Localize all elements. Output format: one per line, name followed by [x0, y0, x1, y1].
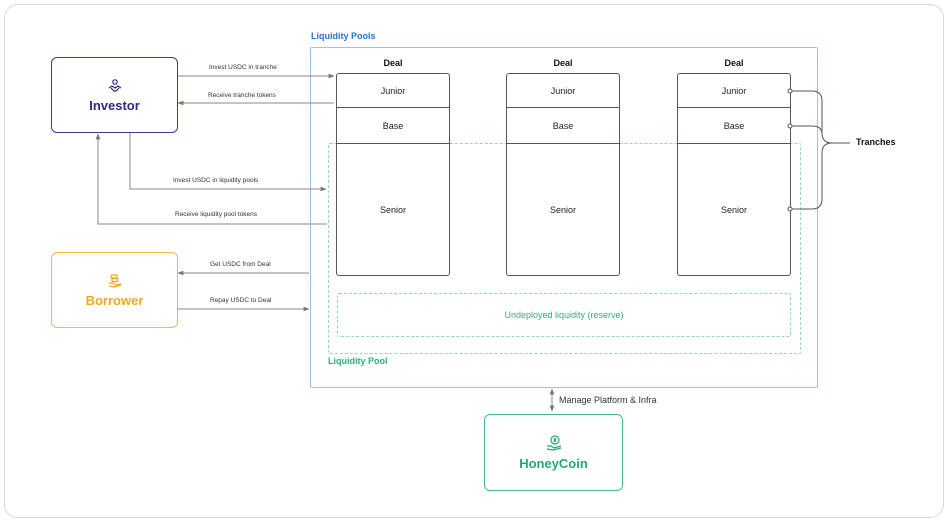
deal-title-3: Deal	[724, 58, 744, 68]
borrower-name: Borrower	[85, 292, 144, 308]
liquidity-pools-title: Liquidity Pools	[311, 31, 376, 41]
hand-coins-icon	[107, 273, 123, 289]
liquidity-pool-title: Liquidity Pool	[328, 356, 388, 366]
coin-hand-icon	[545, 434, 563, 452]
deal-title-1: Deal	[383, 58, 403, 68]
label-receive-pool: Receive liquidity pool tokens	[175, 211, 258, 218]
deal-2-senior-tranche: Senior	[549, 204, 576, 215]
deal-1: Junior Base Senior	[336, 73, 450, 276]
deal-1-senior-tranche: Senior	[379, 204, 406, 215]
label-repay-usdc: Repay USDC to Deal	[210, 297, 272, 304]
honeycoin-node: HoneyCoin	[484, 414, 623, 491]
liquidity-pools-container	[310, 47, 818, 388]
label-get-usdc: Get USDC from Deal	[210, 261, 271, 268]
tranche-port-junior	[787, 88, 793, 94]
deal-title-2: Deal	[553, 58, 573, 68]
label-manage-platform: Manage Platform & Infra	[559, 395, 657, 405]
tranche-port-senior	[787, 206, 793, 212]
deal-3-senior-tranche: Senior	[720, 204, 747, 215]
handshake-icon	[107, 78, 123, 94]
investor-node: Investor	[51, 57, 178, 133]
tranches-bracket	[791, 90, 850, 210]
deal-3: Junior Base Senior	[677, 73, 791, 276]
edge-receive-pool	[95, 133, 327, 225]
deal-1-junior-tranche: Junior	[337, 74, 449, 108]
deal-2-base-tranche: Base	[507, 108, 619, 144]
reserve-label: Undeployed liquidity (reserve)	[504, 310, 624, 320]
deal-3-junior-tranche: Junior	[678, 74, 790, 108]
deal-3-base-tranche: Base	[678, 108, 790, 144]
deal-2: Junior Base Senior	[506, 73, 620, 276]
deal-2-junior-tranche: Junior	[507, 74, 619, 108]
reserve-box: Undeployed liquidity (reserve)	[337, 293, 791, 337]
tranche-port-base	[787, 123, 793, 129]
tranches-label: Tranches	[856, 137, 896, 147]
borrower-node: Borrower	[51, 252, 178, 328]
honeycoin-name: HoneyCoin	[519, 456, 588, 471]
label-invest-tranche: Invest USDC in tranche	[209, 64, 277, 71]
deal-1-base-tranche: Base	[337, 108, 449, 144]
label-receive-tranche: Receive tranche tokens	[208, 92, 276, 99]
label-invest-pool: Invest USDC in liquidity pools	[173, 177, 259, 184]
investor-name: Investor	[89, 97, 140, 113]
edge-invest-pool	[129, 132, 327, 192]
